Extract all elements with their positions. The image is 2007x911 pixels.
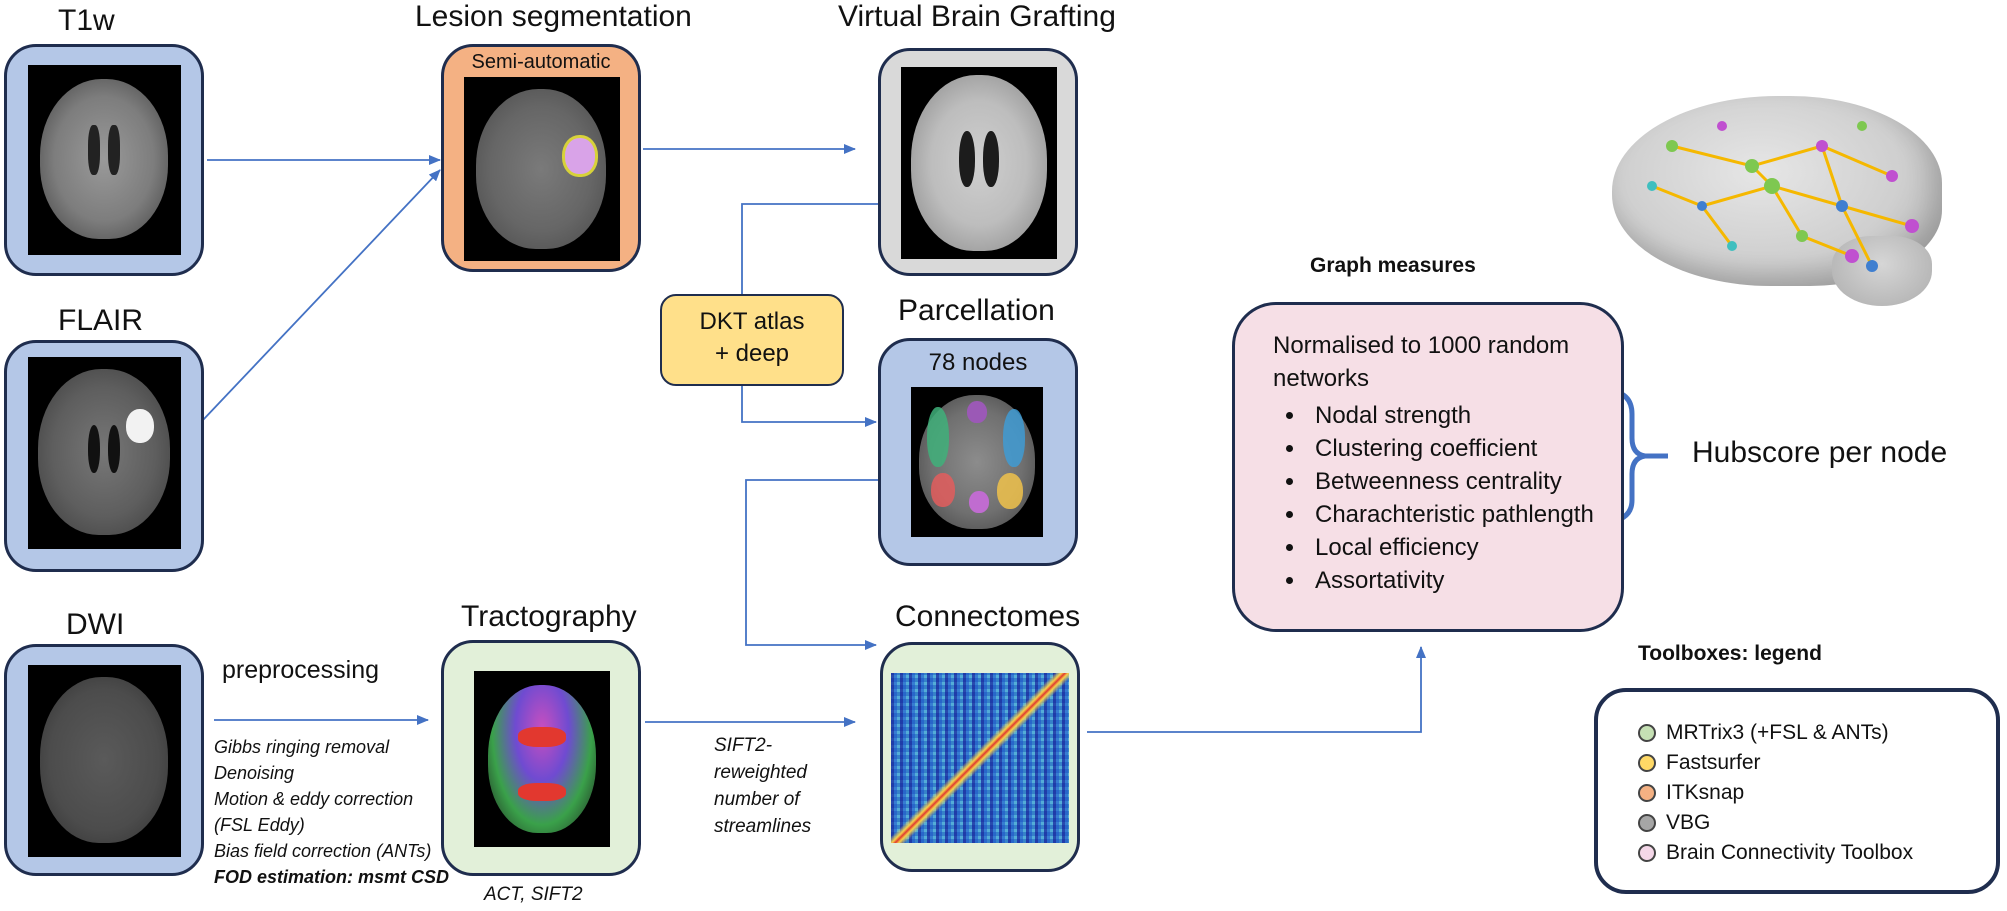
dwi-box: [4, 644, 204, 876]
graph-measure: Local efficiency: [1307, 531, 1594, 564]
legend-label: VBG: [1666, 811, 1711, 834]
sift2-line: SIFT2-: [714, 735, 773, 756]
connectome-matrix: [891, 673, 1069, 843]
vbg-image: [901, 67, 1057, 259]
parcellation-image: [911, 387, 1043, 537]
parcellation-box: 78 nodes: [878, 338, 1078, 566]
lesion-box: Semi-automatic: [441, 44, 641, 272]
parcellation-subtitle: 78 nodes: [928, 349, 1028, 376]
dkt-atlas-line1: DKT atlas: [699, 308, 805, 335]
legend-item: Fastsurfer: [1638, 748, 1913, 778]
graph-measure: Assortativity: [1307, 564, 1594, 597]
vbg-title: Virtual Brain Grafting: [838, 0, 1116, 33]
dkt-atlas-line2: + deep: [714, 340, 790, 367]
legend-label: MRTrix3 (+FSL & ANTs): [1666, 721, 1889, 744]
flair-box: [4, 340, 204, 572]
legend-label: Fastsurfer: [1666, 751, 1761, 774]
legend-item: VBG: [1638, 808, 1913, 838]
graph-intro: Normalised to 1000 random networks Nodal…: [1273, 329, 1594, 597]
hubscore-label: Hubscore per node: [1692, 436, 1948, 469]
arrow-parcellation-to-connectomes: [745, 479, 878, 650]
preprocessing-step: Gibbs ringing removal: [214, 737, 390, 757]
sift2-line: number of: [714, 789, 800, 810]
graph-measures-box: Normalised to 1000 random networks Nodal…: [1232, 302, 1624, 632]
preprocessing-steps: Gibbs ringing removal Denoising Motion &…: [214, 734, 449, 890]
sift2-line: reweighted: [714, 762, 807, 783]
preprocessing-step: Denoising: [214, 763, 295, 783]
legend-item: MRTrix3 (+FSL & ANTs): [1638, 718, 1913, 748]
dkt-atlas-box: DKT atlas + deep: [660, 294, 844, 386]
legend-label: ITKsnap: [1666, 781, 1745, 804]
legend-swatch: [1638, 754, 1656, 772]
dwi-image: [28, 665, 181, 857]
preprocessing-step: Motion & eddy correction: [214, 789, 414, 809]
lesion-title: Lesion segmentation: [415, 0, 692, 33]
tractography-box: [441, 640, 641, 876]
t1w-label: T1w: [58, 4, 115, 37]
legend-swatch: [1638, 844, 1656, 862]
graph-intro-line1: Normalised to 1000 random: [1273, 332, 1570, 359]
legend-swatch: [1638, 724, 1656, 742]
flair-image: [28, 357, 181, 549]
graph-intro-line2: networks: [1273, 365, 1370, 392]
graph-measure: Betweenness centrality: [1307, 465, 1594, 498]
legend-items: MRTrix3 (+FSL & ANTs) Fastsurfer ITKsnap…: [1638, 718, 1913, 868]
legend-swatch: [1638, 784, 1656, 802]
preprocessing-step: Bias field correction (ANTs): [214, 841, 432, 861]
graph-measure: Charachteristic pathlength: [1307, 498, 1594, 531]
graph-measures-list: Nodal strength Clustering coefficient Be…: [1273, 399, 1594, 597]
flair-label: FLAIR: [58, 304, 144, 337]
tractography-image: [474, 671, 610, 847]
legend-label: Brain Connectivity Toolbox: [1666, 841, 1914, 864]
legend-title: Toolboxes: legend: [1638, 642, 1822, 665]
tractography-caption: ACT, SIFT2: [484, 884, 583, 905]
connectomes-title: Connectomes: [895, 600, 1081, 633]
arrow-flair-to-lesion: [202, 169, 441, 421]
lesion-image: [464, 77, 620, 261]
connectomes-box: [880, 642, 1080, 872]
dwi-label: DWI: [66, 608, 125, 641]
legend-swatch: [1638, 814, 1656, 832]
graph-measure: Clustering coefficient: [1307, 432, 1594, 465]
sift2-label: SIFT2- reweighted number of streamlines: [714, 732, 811, 840]
legend-box: MRTrix3 (+FSL & ANTs) Fastsurfer ITKsnap…: [1594, 688, 2000, 894]
preprocessing-title: preprocessing: [222, 656, 380, 684]
legend-item: ITKsnap: [1638, 778, 1913, 808]
parcellation-title: Parcellation: [898, 294, 1055, 327]
arrow-connectomes-to-graph: [1087, 646, 1426, 733]
preprocessing-step: (FSL Eddy): [214, 815, 305, 835]
brain-network-render: [1612, 86, 1952, 306]
t1w-box: [4, 44, 204, 276]
graph-measure: Nodal strength: [1307, 399, 1594, 432]
vbg-box: [878, 48, 1078, 276]
lesion-subtitle: Semi-automatic: [471, 51, 611, 73]
legend-item: Brain Connectivity Toolbox: [1638, 838, 1913, 868]
sift2-line: streamlines: [714, 816, 812, 837]
network-edges: [1647, 121, 1919, 272]
fod-estimation: FOD estimation: msmt CSD: [214, 867, 450, 887]
graph-title: Graph measures: [1310, 254, 1476, 277]
t1w-image: [28, 65, 181, 255]
tractography-title: Tractography: [461, 600, 637, 633]
